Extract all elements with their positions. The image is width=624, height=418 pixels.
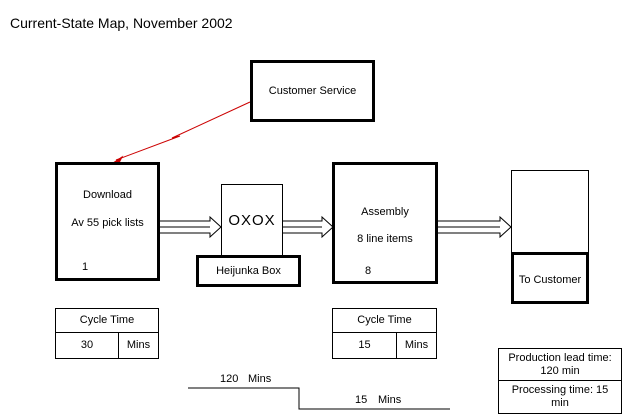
info-flow-line	[115, 101, 251, 161]
download-process-name: Download	[83, 189, 132, 201]
lead-time-unit: Mins	[248, 373, 272, 385]
download-operator-count: 1	[82, 261, 89, 273]
cycle-time-value: 15	[333, 333, 397, 358]
page-title: Current-State Map, November 2002	[10, 15, 233, 31]
assembly-process-name: Assembly	[361, 206, 409, 218]
cycle-time-header: Cycle Time	[56, 309, 158, 333]
assembly-cycle-table: Cycle Time 15 Mins	[332, 308, 437, 359]
heijunka-box: Heijunka Box	[196, 255, 301, 287]
customer-service-box: Customer Service	[250, 60, 375, 122]
cycle-time-value: 30	[56, 333, 119, 358]
assembly-operator-count: 8	[365, 265, 372, 277]
process-time-unit: Mins	[378, 394, 402, 406]
process-time-value: 15	[355, 394, 368, 406]
assembly-process-box: Assembly 8 line items 8	[332, 162, 438, 284]
production-lead-time: Production lead time: 120 min	[499, 349, 621, 381]
lead-time-value: 120	[220, 373, 239, 385]
heijunka-label: Heijunka Box	[216, 265, 281, 277]
download-process-box: Download Av 55 pick lists 1	[55, 162, 160, 281]
cycle-time-unit: Mins	[126, 339, 151, 351]
summary-box: Production lead time: 120 min Processing…	[498, 348, 622, 414]
to-customer-box: To Customer	[511, 252, 589, 304]
customer-icon-frame	[511, 170, 589, 254]
timeline-line	[188, 387, 450, 410]
cycle-time-unit: Mins	[404, 339, 429, 351]
assembly-process-detail: 8 line items	[357, 233, 413, 245]
kanban-label: OXOX	[228, 212, 276, 229]
kanban-post: OXOX	[221, 184, 283, 256]
to-customer-label: To Customer	[518, 274, 582, 286]
cycle-time-header: Cycle Time	[333, 309, 436, 333]
processing-time: Processing time: 15 min	[511, 384, 609, 409]
download-process-detail: Av 55 pick lists	[71, 217, 144, 229]
download-cycle-table: Cycle Time 30 Mins	[55, 308, 159, 359]
customer-service-label: Customer Service	[268, 85, 357, 97]
